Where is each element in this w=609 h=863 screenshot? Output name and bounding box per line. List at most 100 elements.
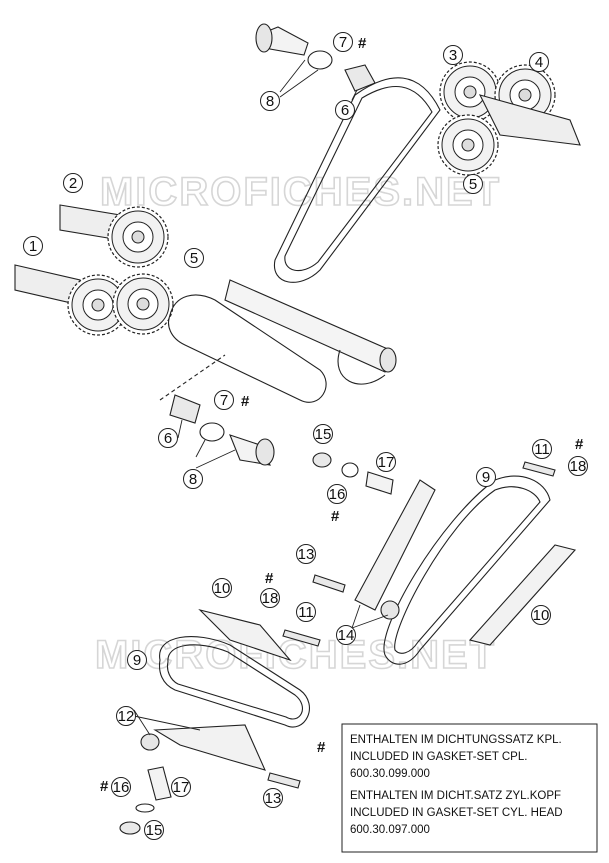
callout-10: 10 (212, 578, 232, 598)
callout-number: 4 (535, 54, 543, 71)
callout-circle (336, 625, 356, 645)
callout-11: 11 (296, 602, 316, 622)
callout-number: 8 (189, 471, 197, 488)
callout-16: 16 (111, 777, 131, 797)
callout-2: 2 (63, 173, 83, 193)
callout-circle (443, 45, 463, 65)
callout-3: 3 (443, 45, 463, 65)
callout-10: 10 (531, 605, 551, 625)
callout-13: 13 (263, 788, 283, 808)
callout-number: 3 (449, 47, 457, 64)
callout-number: 14 (338, 627, 355, 644)
legend-line: 600.30.097.000 (350, 824, 430, 836)
callout-7: 7 (333, 32, 353, 52)
hash-marks: # # # # # # (100, 35, 584, 795)
callout-circle (333, 32, 353, 52)
callout-circle (263, 788, 283, 808)
callout-circle (212, 578, 232, 598)
legend-line: INCLUDED IN GASKET-SET CPL. (350, 751, 527, 763)
callout-18: 18 (568, 456, 588, 476)
callout-circle (111, 777, 131, 797)
callout-number: 1 (29, 238, 37, 255)
callout-circle (127, 650, 147, 670)
legend-line: INCLUDED IN GASKET-SET CYL. HEAD (350, 807, 563, 819)
callout-circle (184, 248, 204, 268)
callout-circle (313, 424, 333, 444)
callout-number: 11 (298, 604, 314, 621)
callout-6: 6 (158, 428, 178, 448)
callout-number: 9 (482, 469, 490, 486)
callout-number: 2 (69, 175, 77, 192)
callout-16: 16 (327, 484, 347, 504)
callout-circle (296, 602, 316, 622)
callout-circle (158, 428, 178, 448)
callout-number: 13 (298, 546, 315, 563)
callout-number: 18 (262, 590, 279, 607)
callout-number: 7 (220, 392, 228, 409)
callout-number: 10 (533, 607, 550, 624)
hash-mark: # (265, 570, 274, 587)
leader-lines (133, 59, 389, 736)
lower-tensioner-assembly (119, 452, 577, 835)
legend-line: ENTHALTEN IM DICHTUNGSSATZ KPL. (350, 734, 562, 746)
callout-number: 8 (266, 93, 274, 110)
callout-4: 4 (529, 52, 549, 72)
callout-circle (335, 100, 355, 120)
callout-number: 7 (339, 34, 347, 51)
upper-camshaft-assembly (14, 23, 581, 466)
callout-number: 6 (164, 430, 172, 447)
callout-number: 18 (570, 458, 587, 475)
callout-circle (116, 706, 136, 726)
callout-number: 10 (214, 580, 231, 597)
callout-circle (23, 236, 43, 256)
watermark-top: MICROFICHES.NET (100, 170, 501, 214)
callout-circle (568, 456, 588, 476)
callout-circle (260, 91, 280, 111)
callout-5: 5 (463, 174, 483, 194)
callout-circle (376, 452, 396, 472)
callout-number: 17 (173, 779, 190, 796)
callout-circle (183, 469, 203, 489)
callout-18: 18 (260, 588, 280, 608)
callout-circle (529, 52, 549, 72)
callout-number: 16 (113, 779, 130, 796)
callout-circle (531, 605, 551, 625)
callout-5: 5 (184, 248, 204, 268)
callout-8: 8 (260, 91, 280, 111)
callout-number: 15 (146, 822, 163, 839)
callout-number: 11 (534, 441, 550, 458)
callout-circle (476, 467, 496, 487)
callout-14: 14 (336, 625, 356, 645)
callout-circle (532, 439, 552, 459)
hash-mark: # (331, 508, 340, 525)
hash-mark: # (100, 778, 109, 795)
callout-9: 9 (127, 650, 147, 670)
callout-circle (63, 173, 83, 193)
callout-number: 13 (265, 790, 282, 807)
callout-circle (327, 484, 347, 504)
callout-number: 16 (329, 486, 346, 503)
legend: # ENTHALTEN IM DICHTUNGSSATZ KPL. INCLUD… (317, 723, 598, 853)
callout-number: 12 (118, 708, 135, 725)
hash-mark: # (358, 35, 367, 52)
hash-mark: # (241, 393, 250, 410)
callout-12: 12 (116, 706, 136, 726)
callout-circle (214, 390, 234, 410)
callout-17: 17 (376, 452, 396, 472)
callout-circle (296, 544, 316, 564)
legend-box (341, 723, 598, 853)
callout-17: 17 (171, 777, 191, 797)
callout-15: 15 (313, 424, 333, 444)
callout-number: 5 (469, 176, 477, 193)
callout-circle (463, 174, 483, 194)
callout-13: 13 (296, 544, 316, 564)
hash-mark: # (575, 436, 584, 453)
callout-circle (144, 820, 164, 840)
legend-line: ENTHALTEN IM DICHT.SATZ ZYL.KOPF (350, 790, 561, 802)
callout-number: 5 (190, 250, 198, 267)
callout-6: 6 (335, 100, 355, 120)
callout-number: 9 (133, 652, 141, 669)
callout-circle (171, 777, 191, 797)
